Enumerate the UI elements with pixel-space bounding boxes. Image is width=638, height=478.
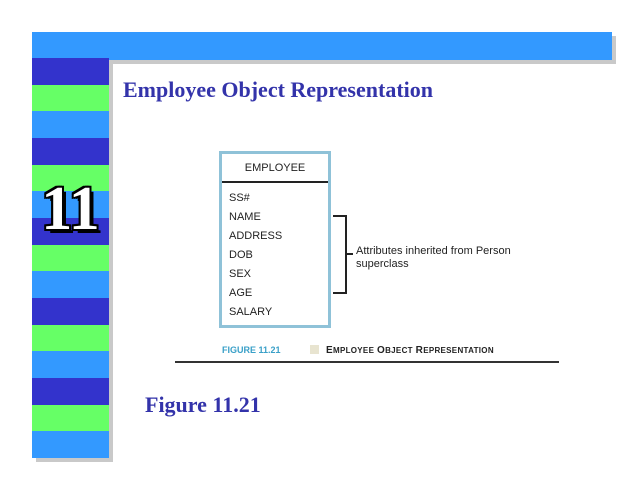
stripe-green xyxy=(32,84,109,112)
attribute-name: NAME xyxy=(229,211,261,223)
inheritance-note: Attributes inherited from Person supercl… xyxy=(356,245,511,270)
header-bar xyxy=(32,32,612,60)
figure-label: FIGURE 11.21 xyxy=(222,345,281,355)
side-stripe-bar xyxy=(32,58,109,459)
stripe-blue xyxy=(32,431,109,459)
stripe-green xyxy=(32,164,109,192)
stripe-green xyxy=(32,324,109,352)
attribute-sex: SEX xyxy=(229,268,252,280)
bracket-tick xyxy=(347,253,353,255)
stripe-green xyxy=(32,404,109,432)
stripe-blue xyxy=(32,351,109,379)
stripe-blue xyxy=(32,271,109,299)
attribute-ss: SS# xyxy=(229,192,250,204)
figure-label-separator xyxy=(310,345,319,354)
attribute-age: AGE xyxy=(229,287,253,299)
stripe-blue xyxy=(32,191,109,219)
attribute-salary: SALARY xyxy=(229,306,273,318)
attribute-address: ADDRESS xyxy=(229,230,283,242)
entity-name: EMPLOYEE xyxy=(222,154,328,183)
figure-description: EMPLOYEE OBJECT REPRESENTATION xyxy=(326,345,494,356)
figure-rule xyxy=(175,361,559,363)
stripe-green xyxy=(32,244,109,272)
stripe-navy xyxy=(32,298,109,325)
stripe-navy xyxy=(32,138,109,165)
stripe-navy xyxy=(32,58,109,85)
stripe-blue xyxy=(32,111,109,139)
stripe-navy xyxy=(32,378,109,405)
stripe-navy xyxy=(32,218,109,245)
chapter-number: 11 xyxy=(41,175,100,243)
figure-caption: Figure 11.21 xyxy=(145,392,261,417)
employee-entity-box: EMPLOYEE SS# NAME ADDRESS DOB SEX AGE SA… xyxy=(219,151,331,328)
slide-title: Employee Object Representation xyxy=(123,77,433,102)
inheritance-bracket xyxy=(333,215,347,294)
attribute-dob: DOB xyxy=(229,249,253,261)
